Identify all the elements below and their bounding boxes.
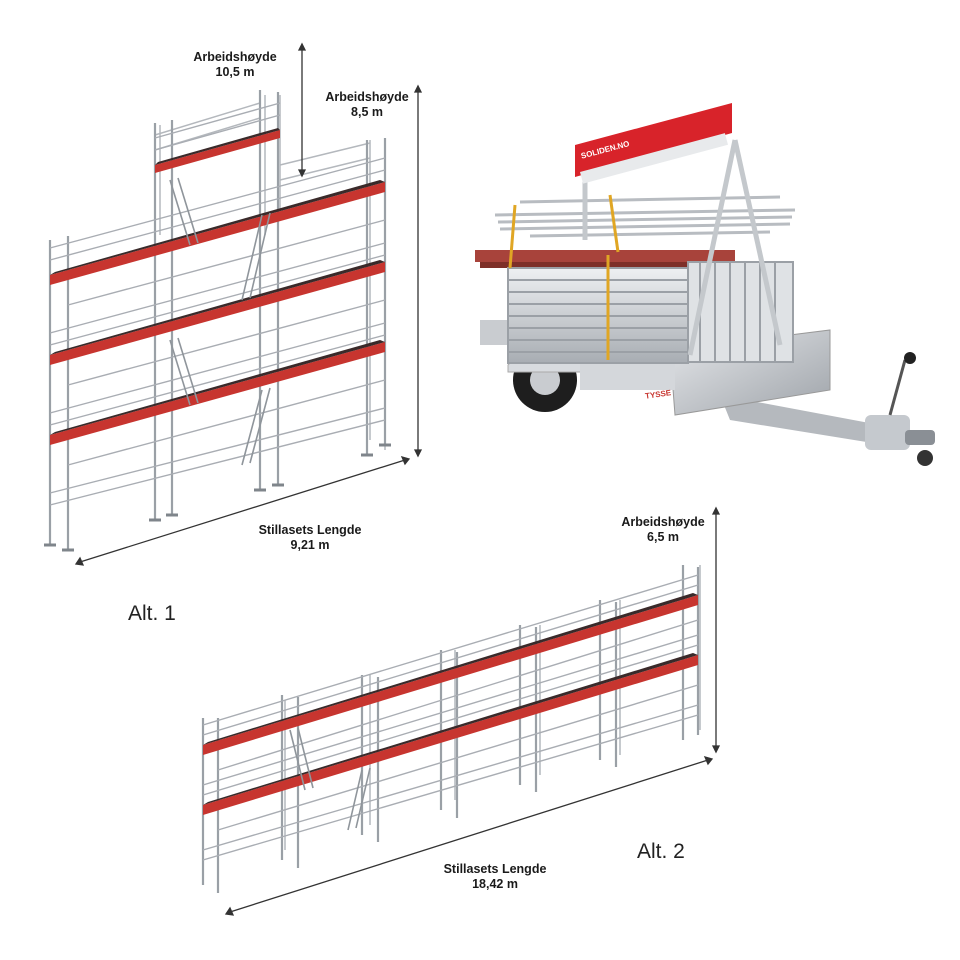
alt1-length-value: 9,21 m [290, 538, 330, 552]
alt1-scaffold [44, 42, 423, 566]
alt2-length-value: 18,42 m [472, 877, 518, 891]
alt2-label: Alt. 2 [637, 840, 685, 863]
alt1-height-top-value: 10,5 m [215, 65, 255, 79]
alt1-label: Alt. 1 [128, 602, 176, 625]
alt2-height-label: Arbeidshøyde 6,5 m [608, 515, 718, 545]
alt1-dimension-lines [74, 42, 423, 566]
alt1-length-title: Stillasets Lengde [258, 523, 362, 537]
alt2-height-title: Arbeidshøyde [621, 515, 705, 529]
alt2-scaffold [201, 506, 721, 916]
alt1-rails [49, 102, 386, 506]
trailer-sign [575, 103, 732, 177]
alt1-ladders [169, 177, 271, 466]
alt2-length-label: Stillasets Lengde 18,42 m [425, 862, 565, 892]
alt1-decks [50, 128, 385, 445]
alt1-base [44, 443, 391, 552]
alt1-height-top-label: Arbeidshøyde 10,5 m [180, 50, 290, 80]
alt1-height-right-label: Arbeidshøyde 8,5 m [312, 90, 422, 120]
alt1-length-label: Stillasets Lengde 9,21 m [240, 523, 380, 553]
alt1-height-right-title: Arbeidshøyde [325, 90, 409, 104]
alt2-length-title: Stillasets Lengde [443, 862, 547, 876]
alt2-height-value: 6,5 m [647, 530, 679, 544]
alt1-height-top-title: Arbeidshøyde [193, 50, 277, 64]
alt1-height-right-value: 8,5 m [351, 105, 383, 119]
trailer-illustration [475, 103, 935, 466]
